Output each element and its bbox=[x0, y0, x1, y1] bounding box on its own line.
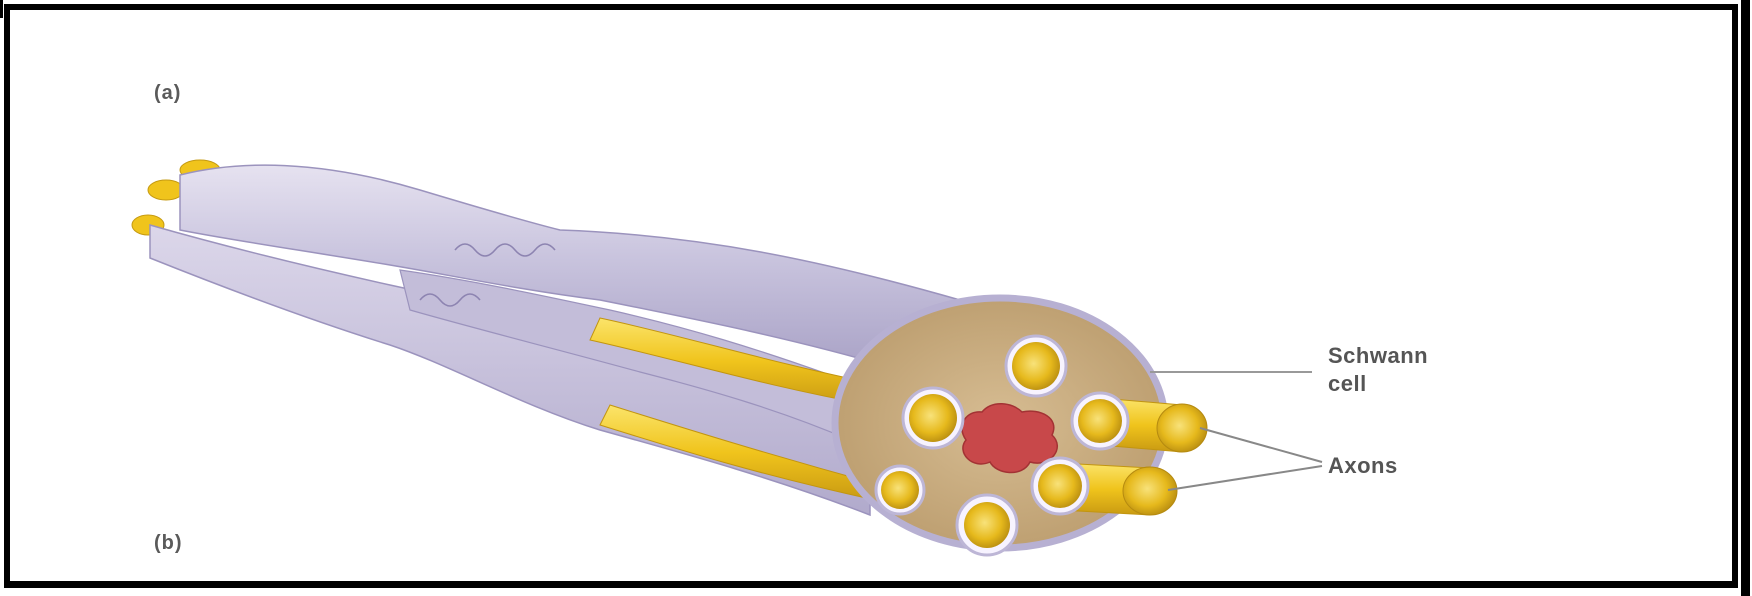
schwann-cell-label: Schwann cell bbox=[1328, 342, 1428, 398]
axons-leader-line bbox=[1168, 466, 1322, 490]
schwann-cell-label-line1: Schwann bbox=[1328, 342, 1428, 370]
axons-leader-line bbox=[1200, 428, 1322, 462]
protruding-axon-upper bbox=[1072, 393, 1207, 452]
axons-label: Axons bbox=[1328, 452, 1398, 480]
panel-label-a: (a) bbox=[154, 82, 181, 105]
panel-label-b: (b) bbox=[154, 532, 183, 555]
schwann-cell-label-line2: cell bbox=[1328, 370, 1428, 398]
